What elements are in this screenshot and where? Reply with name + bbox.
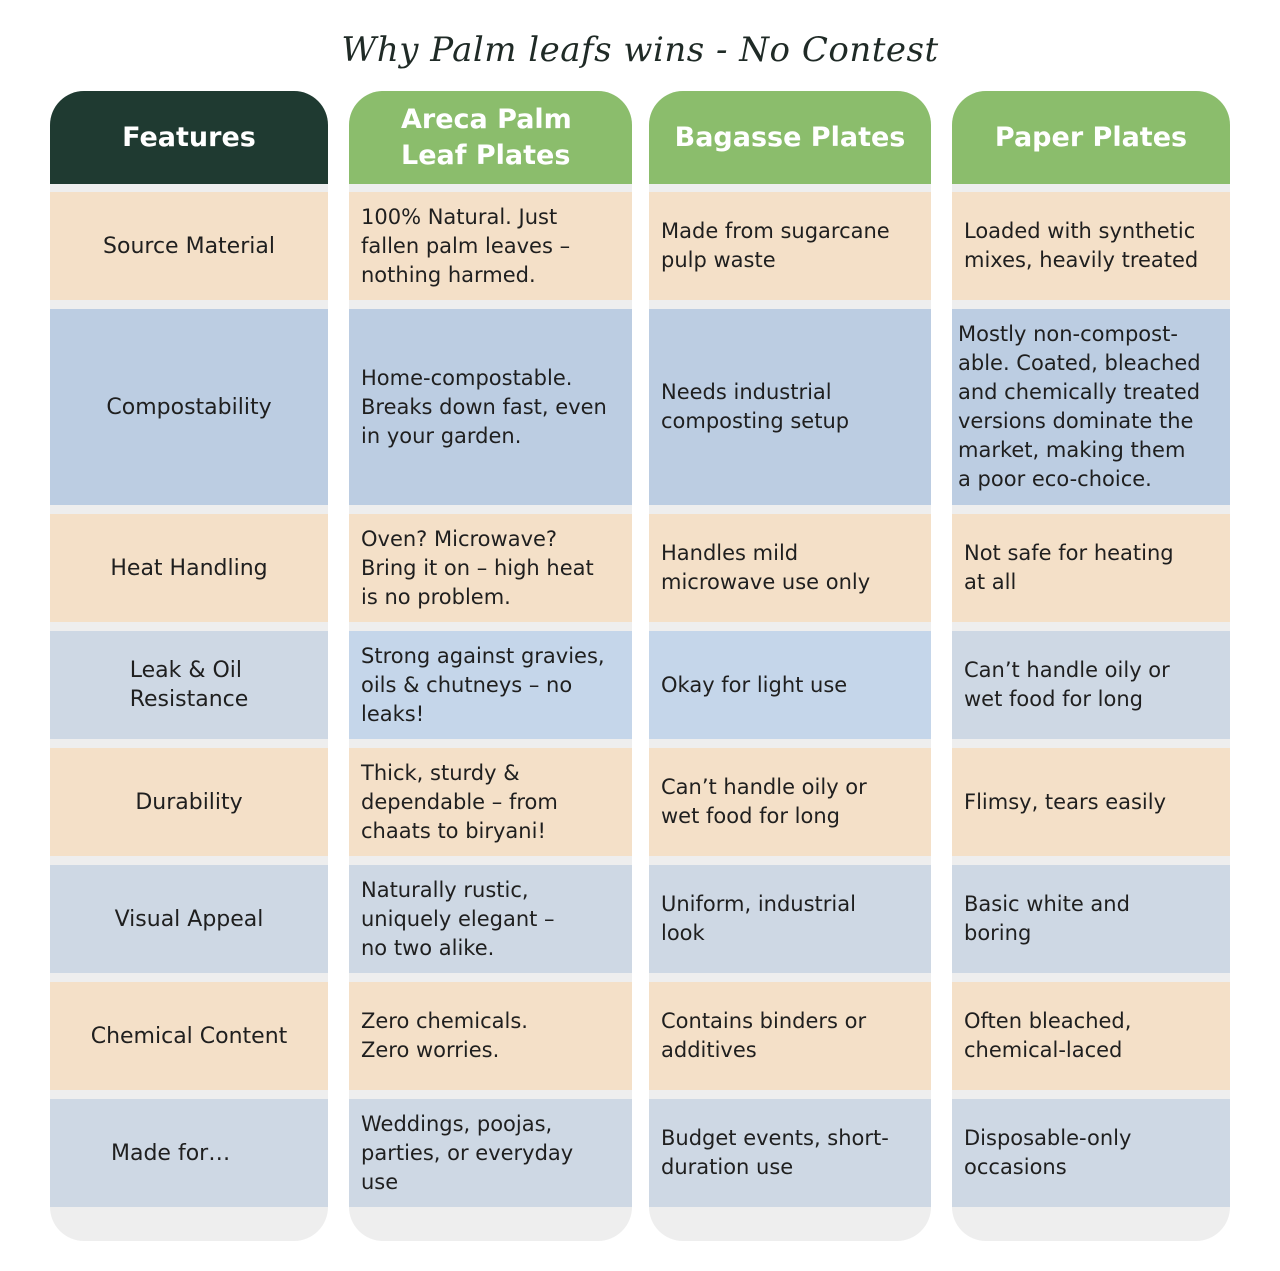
areca-header: Areca Palm Leaf Plates	[349, 91, 632, 184]
bagasse-cell: Handles mild microwave use only	[649, 514, 931, 622]
bagasse-cell: Contains binders or additives	[649, 982, 931, 1090]
feature-cell: Made for…	[50, 1099, 328, 1207]
bagasse-column: Bagasse Plates Made from sugarcane pulp …	[649, 91, 931, 1241]
page-title: Why Palm leafs wins - No Contest	[341, 30, 939, 70]
bagasse-cell: Uniform, industrial look	[649, 865, 931, 973]
features-column: Features Source Material Compostability …	[50, 91, 328, 1241]
areca-cell: Strong against gravies, oils & chutneys …	[349, 631, 632, 739]
bagasse-cell: Made from sugarcane pulp waste	[649, 192, 931, 300]
feature-cell: Heat Handling	[50, 514, 328, 622]
feature-cell: Durability	[50, 748, 328, 856]
feature-cell: Compostability	[50, 309, 328, 505]
bagasse-header: Bagasse Plates	[649, 91, 931, 184]
paper-column: Paper Plates Loaded with synthetic mixes…	[952, 91, 1230, 1241]
bagasse-cell: Needs industrial composting setup	[649, 309, 931, 505]
feature-cell: Chemical Content	[50, 982, 328, 1090]
paper-cell: Can’t handle oily or wet food for long	[952, 631, 1230, 739]
paper-cell: Disposable-only occasions	[952, 1099, 1230, 1207]
paper-cell: Mostly non-compost- able. Coated, bleach…	[952, 309, 1230, 505]
paper-cell: Flimsy, tears easily	[952, 748, 1230, 856]
paper-header-label: Paper Plates	[994, 121, 1188, 153]
bagasse-cell: Can’t handle oily or wet food for long	[649, 748, 931, 856]
paper-cell: Not safe for heating at all	[952, 514, 1230, 622]
bagasse-cell: Budget events, short- duration use	[649, 1099, 931, 1207]
paper-cell: Often bleached, chemical-laced	[952, 982, 1230, 1090]
areca-header-label: Areca Palm Leaf Plates	[401, 103, 572, 171]
areca-cell: 100% Natural. Just fallen palm leaves – …	[349, 192, 632, 300]
paper-header: Paper Plates	[952, 91, 1230, 184]
areca-cell: Zero chemicals. Zero worries.	[349, 982, 632, 1090]
areca-column: Areca Palm Leaf Plates 100% Natural. Jus…	[349, 91, 632, 1241]
features-header-label: Features	[122, 121, 256, 153]
areca-cell: Home-compostable. Breaks down fast, even…	[349, 309, 632, 505]
areca-cell: Naturally rustic, uniquely elegant – no …	[349, 865, 632, 973]
bagasse-cell: Okay for light use	[649, 631, 931, 739]
paper-cell: Loaded with synthetic mixes, heavily tre…	[952, 192, 1230, 300]
areca-cell: Oven? Microwave? Bring it on – high heat…	[349, 514, 632, 622]
feature-cell: Visual Appeal	[50, 865, 328, 973]
paper-cell: Basic white and boring	[952, 865, 1230, 973]
features-header: Features	[50, 91, 328, 184]
bagasse-header-label: Bagasse Plates	[674, 121, 906, 153]
areca-cell: Thick, sturdy & dependable – from chaats…	[349, 748, 632, 856]
feature-cell: Source Material	[50, 192, 328, 300]
areca-cell: Weddings, poojas, parties, or everyday u…	[349, 1099, 632, 1207]
feature-cell: Leak & Oil Resistance	[50, 631, 328, 739]
